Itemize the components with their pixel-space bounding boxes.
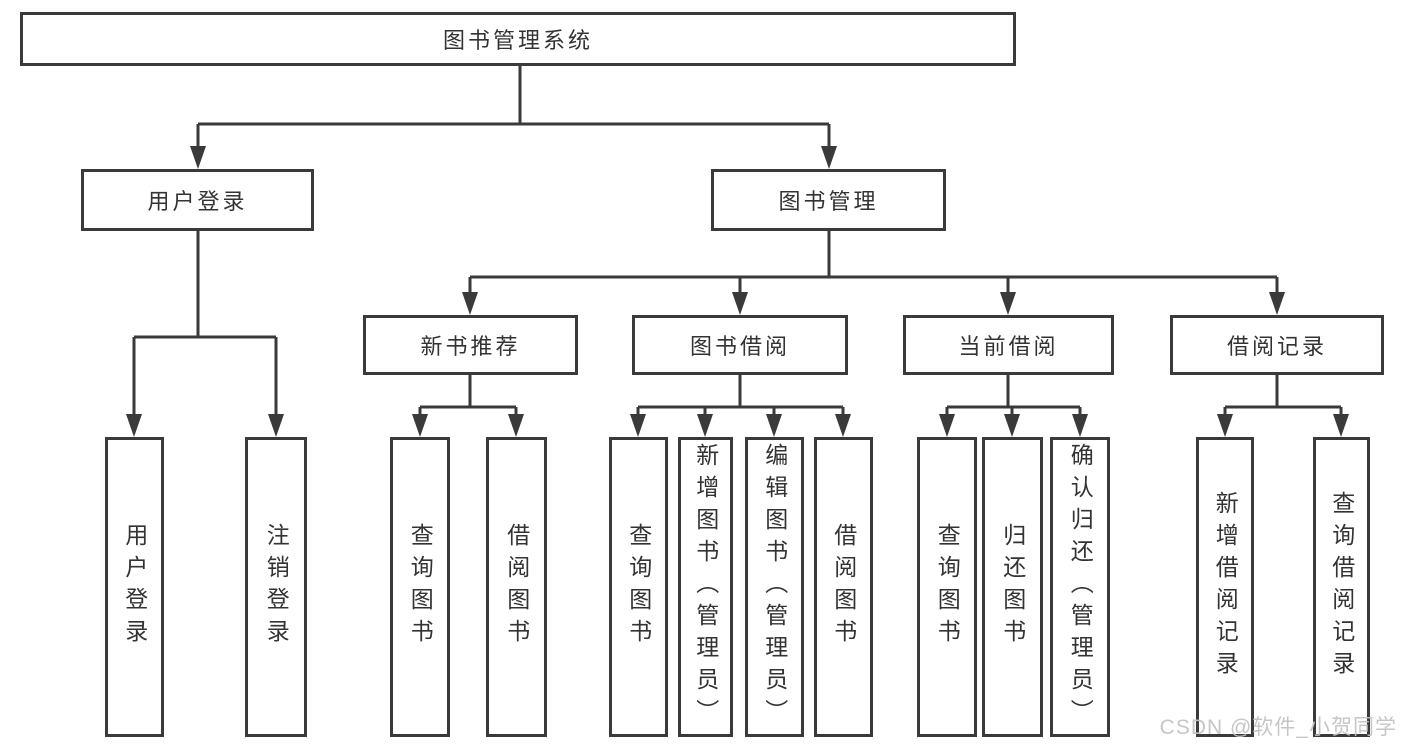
- node-label: 图书借阅: [689, 334, 790, 359]
- leaf-confirm-return-admin: 确认归还（管理员）: [1050, 437, 1110, 737]
- node-label: 归还图书: [999, 523, 1026, 651]
- node-label: 查询图书: [934, 523, 961, 651]
- leaf-query-books-recommend: 查询图书: [390, 437, 450, 737]
- leaf-add-book-admin: 新增图书（管理员）: [678, 437, 733, 737]
- leaf-borrow-books-recommend: 借阅图书: [486, 437, 547, 737]
- leaf-query-books-borrow: 查询图书: [609, 437, 668, 737]
- node-label: 注销登录: [263, 523, 290, 651]
- leaf-edit-book-admin: 编辑图书（管理员）: [745, 437, 804, 737]
- node-book-borrow: 图书借阅: [632, 315, 848, 375]
- node-label: 图书管理: [778, 189, 879, 214]
- node-current-borrow: 当前借阅: [903, 315, 1114, 375]
- node-label: 借阅记录: [1226, 334, 1327, 359]
- node-book-management: 图书管理: [711, 169, 946, 231]
- node-label: 查询借阅记录: [1328, 491, 1355, 683]
- node-label: 用户登录: [147, 189, 248, 214]
- csdn-watermark: CSDN @软件_小贺同学: [1159, 716, 1397, 739]
- node-borrow-records: 借阅记录: [1170, 315, 1384, 375]
- node-label: 新增图书（管理员）: [692, 443, 719, 731]
- leaf-borrow-books: 借阅图书: [814, 437, 873, 737]
- leaf-user-login: 用户登录: [105, 437, 164, 737]
- node-root: 图书管理系统: [20, 12, 1016, 66]
- node-label: 编辑图书（管理员）: [761, 443, 788, 731]
- node-label: 用户登录: [121, 523, 148, 651]
- node-label: 确认归还（管理员）: [1067, 443, 1094, 731]
- leaf-logout: 注销登录: [245, 437, 307, 737]
- node-label: 借阅图书: [503, 523, 530, 651]
- node-label: 新书推荐: [420, 334, 521, 359]
- node-new-book-recommend: 新书推荐: [363, 315, 578, 375]
- node-label: 查询图书: [407, 523, 434, 651]
- node-label: 借阅图书: [830, 523, 857, 651]
- node-label: 查询图书: [625, 523, 652, 651]
- node-label: 图书管理系统: [442, 28, 593, 53]
- leaf-query-borrow-record: 查询借阅记录: [1313, 437, 1370, 737]
- leaf-query-books-current: 查询图书: [917, 437, 977, 737]
- node-label: 当前借阅: [958, 334, 1059, 359]
- leaf-add-borrow-record: 新增借阅记录: [1196, 437, 1254, 737]
- node-user-login: 用户登录: [81, 169, 314, 231]
- leaf-return-book: 归还图书: [982, 437, 1043, 737]
- node-label: 新增借阅记录: [1212, 491, 1239, 683]
